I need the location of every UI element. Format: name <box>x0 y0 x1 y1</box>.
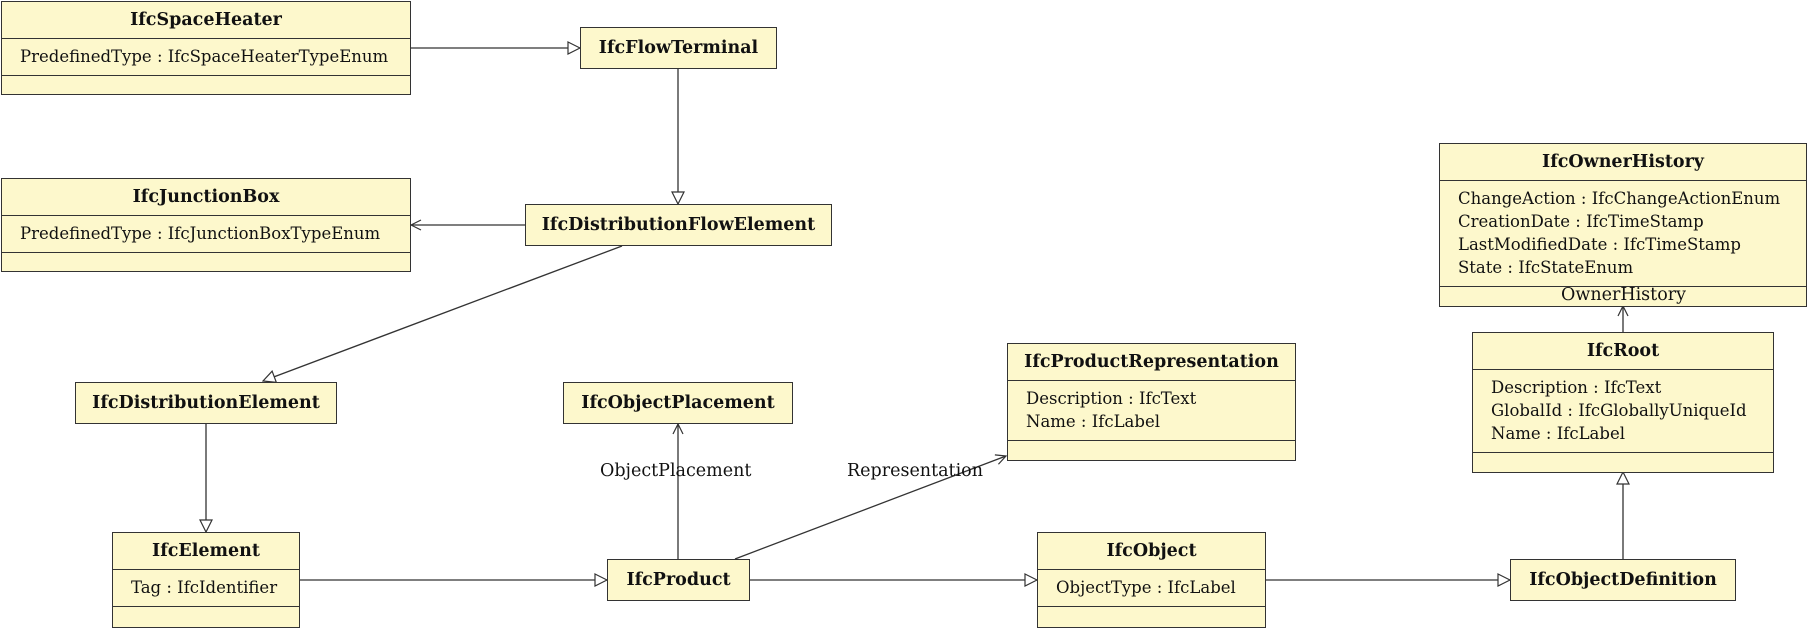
class-attributes: ObjectType : IfcLabel <box>1038 569 1265 606</box>
class-operations <box>113 606 299 624</box>
class-attributes: PredefinedType : IfcJunctionBoxTypeEnum <box>2 215 410 252</box>
class-name: IfcObjectDefinition <box>1529 570 1717 590</box>
class-attribute: Description : IfcText <box>1026 389 1197 408</box>
class-attribute: Description : IfcText <box>1491 378 1662 397</box>
class-operations <box>1038 606 1265 624</box>
class-ifcobjectdefinition[interactable]: IfcObjectDefinition <box>1510 559 1736 601</box>
edge-distflowelement-distelement <box>263 245 623 381</box>
class-attribute: PredefinedType : IfcSpaceHeaterTypeEnum <box>20 47 389 66</box>
class-attribute: CreationDate : IfcTimeStamp <box>1458 212 1704 231</box>
class-attributes: ChangeAction : IfcChangeActionEnum Creat… <box>1440 180 1806 286</box>
class-name: IfcObjectPlacement <box>581 393 775 413</box>
class-operations <box>1008 440 1295 458</box>
class-ifcownerhistory[interactable]: IfcOwnerHistory ChangeAction : IfcChange… <box>1439 143 1807 307</box>
class-ifcflowterminal[interactable]: IfcFlowTerminal <box>580 27 777 69</box>
edge-label-object-placement: ObjectPlacement <box>600 461 752 481</box>
class-operations <box>1440 286 1806 304</box>
class-attribute: LastModifiedDate : IfcTimeStamp <box>1458 235 1741 254</box>
class-name: IfcProductRepresentation <box>1024 352 1279 372</box>
class-ifcroot[interactable]: IfcRoot Description : IfcText GlobalId :… <box>1472 332 1774 473</box>
class-attribute: Name : IfcLabel <box>1026 412 1160 431</box>
class-name: IfcElement <box>152 541 260 561</box>
class-operations <box>2 252 410 270</box>
class-name: IfcDistributionFlowElement <box>541 215 816 235</box>
class-ifcproductrepresentation[interactable]: IfcProductRepresentation Description : I… <box>1007 343 1296 461</box>
class-name: IfcRoot <box>1586 341 1660 361</box>
class-attribute: PredefinedType : IfcJunctionBoxTypeEnum <box>20 224 381 243</box>
edge-label-owner-history: OwnerHistory <box>1561 285 1686 305</box>
class-operations <box>1473 452 1773 470</box>
class-ifcproduct[interactable]: IfcProduct <box>607 559 750 601</box>
class-attributes: PredefinedType : IfcSpaceHeaterTypeEnum <box>2 38 410 75</box>
class-name: IfcOwnerHistory <box>1542 152 1704 172</box>
edge-product-productrepresentation <box>734 456 1006 560</box>
class-ifcjunctionbox[interactable]: IfcJunctionBox PredefinedType : IfcJunct… <box>1 178 411 272</box>
class-name: IfcFlowTerminal <box>598 38 759 58</box>
class-operations <box>2 75 410 93</box>
class-name: IfcProduct <box>626 570 731 590</box>
class-ifcdistributionelement[interactable]: IfcDistributionElement <box>75 382 337 424</box>
class-attribute: State : IfcStateEnum <box>1458 258 1634 277</box>
class-attribute: GlobalId : IfcGloballyUniqueId <box>1491 401 1747 420</box>
class-name: IfcObject <box>1106 541 1197 561</box>
class-name: IfcDistributionElement <box>92 393 320 413</box>
class-attribute: ChangeAction : IfcChangeActionEnum <box>1458 189 1781 208</box>
class-attributes: Tag : IfcIdentifier <box>113 569 299 606</box>
class-attributes: Description : IfcText Name : IfcLabel <box>1008 380 1295 440</box>
class-attributes: Description : IfcText GlobalId : IfcGlob… <box>1473 369 1773 452</box>
class-ifcdistributionflowelement[interactable]: IfcDistributionFlowElement <box>525 204 832 246</box>
class-name: IfcSpaceHeater <box>130 10 282 30</box>
class-ifcobject[interactable]: IfcObject ObjectType : IfcLabel <box>1037 532 1266 628</box>
class-ifcobjectplacement[interactable]: IfcObjectPlacement <box>563 382 793 424</box>
class-name: IfcJunctionBox <box>132 187 280 207</box>
class-attribute: Tag : IfcIdentifier <box>131 578 278 597</box>
class-attribute: Name : IfcLabel <box>1491 424 1625 443</box>
class-ifcelement[interactable]: IfcElement Tag : IfcIdentifier <box>112 532 300 628</box>
class-ifcspaceheater[interactable]: IfcSpaceHeater PredefinedType : IfcSpace… <box>1 1 411 95</box>
class-attribute: ObjectType : IfcLabel <box>1056 578 1236 597</box>
edge-label-representation: Representation <box>847 461 983 481</box>
